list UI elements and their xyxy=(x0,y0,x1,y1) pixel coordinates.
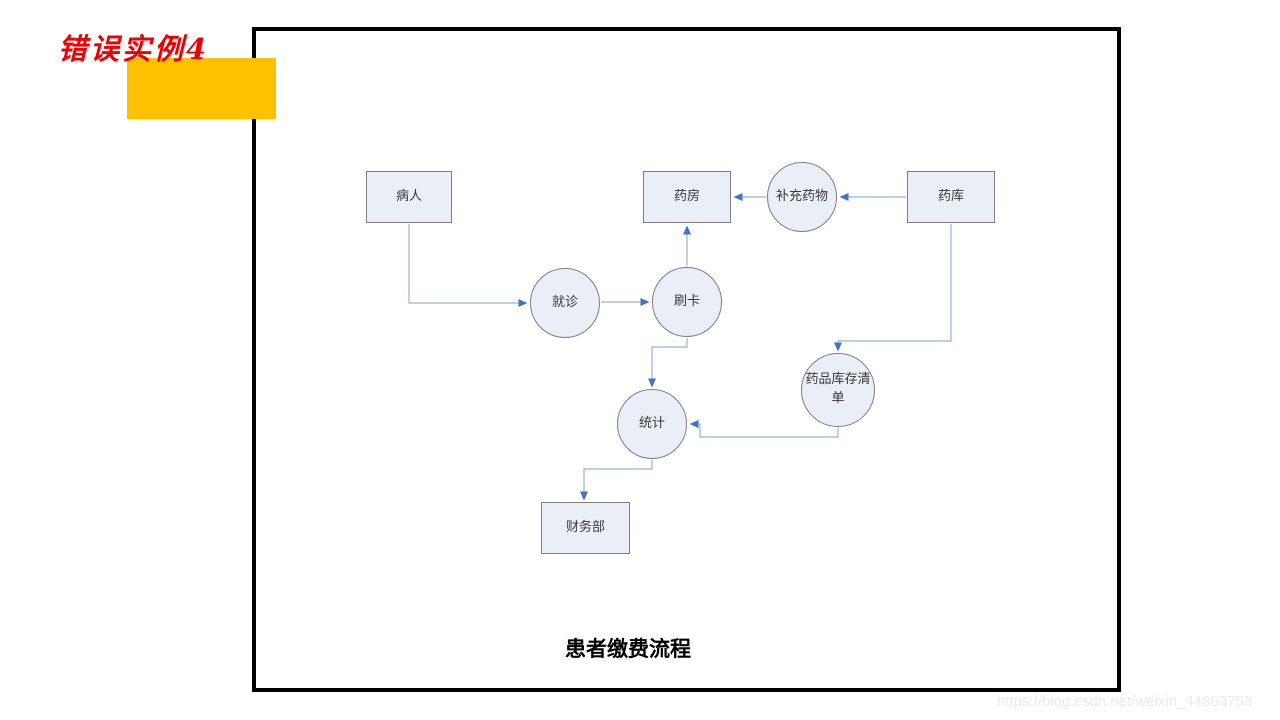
node-inventory-list-label: 药品库存清单 xyxy=(805,372,871,406)
node-visit-doctor-label: 就诊 xyxy=(551,294,578,310)
orange-highlight-block xyxy=(127,58,276,119)
node-pharmacy: 药房 xyxy=(643,171,731,223)
edge-swipe-to-statistics xyxy=(648,338,688,388)
diagram-frame xyxy=(252,27,1121,692)
error-example-label: 错误实例4 xyxy=(58,32,210,66)
node-restock-medicine: 补充药物 xyxy=(767,162,837,232)
node-pharmacy-label: 药房 xyxy=(673,188,700,204)
node-patient-label: 病人 xyxy=(395,188,422,204)
edge-statistics-to-finance xyxy=(580,460,653,501)
node-swipe-card: 刷卡 xyxy=(652,267,722,337)
diagram-title: 患者缴费流程 xyxy=(565,638,691,661)
node-finance-dept: 财务部 xyxy=(541,502,630,554)
edge-warehouse-to-inventory xyxy=(834,224,952,352)
node-restock-medicine-label: 补充药物 xyxy=(775,188,828,204)
edge-patient-to-visit xyxy=(408,224,528,307)
watermark: https://blog.csdn.net/weixin_44803753 xyxy=(997,693,1253,710)
node-medicine-warehouse: 药库 xyxy=(907,171,995,223)
node-swipe-card-label: 刷卡 xyxy=(673,293,700,309)
edge-inventory-to-statistics xyxy=(689,420,839,438)
node-finance-dept-label: 财务部 xyxy=(565,519,605,535)
node-medicine-warehouse-label: 药库 xyxy=(937,188,964,204)
node-patient: 病人 xyxy=(366,171,452,223)
node-statistics: 统计 xyxy=(617,389,687,459)
node-inventory-list: 药品库存清单 xyxy=(801,353,875,427)
node-visit-doctor: 就诊 xyxy=(530,268,600,338)
node-statistics-label: 统计 xyxy=(638,415,665,431)
